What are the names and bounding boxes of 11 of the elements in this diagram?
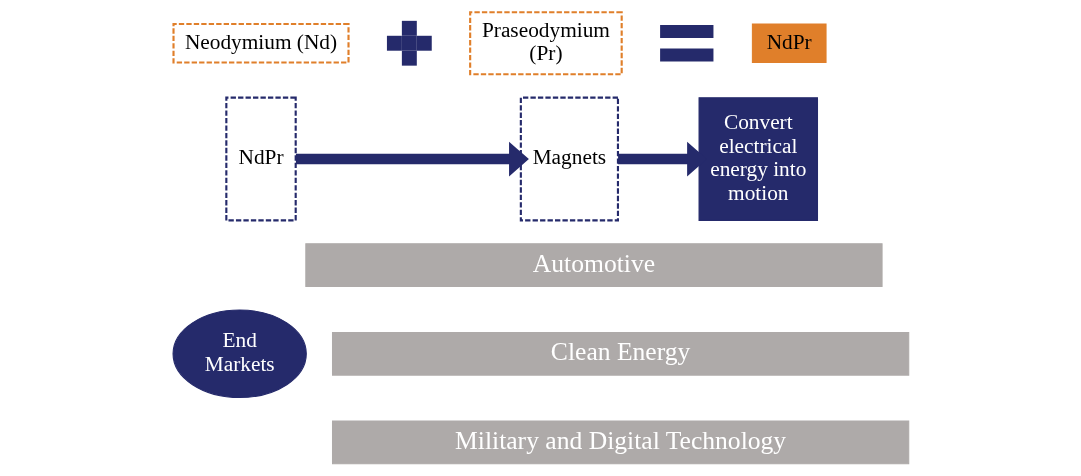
node-box: Neodymium (Nd)	[171, 22, 350, 64]
node-box: Praseodymium (Pr)	[468, 11, 623, 76]
node-box: Military and Digital Technology	[331, 420, 909, 465]
arrow	[295, 141, 529, 177]
node-box: Automotive	[304, 243, 883, 288]
node-box: Magnets	[519, 96, 619, 222]
node-ellipse: End Markets	[172, 309, 307, 399]
node-box: NdPr	[751, 23, 827, 63]
node-box: Clean Energy	[331, 331, 909, 376]
node-box: NdPr	[224, 96, 297, 222]
node-box: Convert electrical energy into motion	[698, 97, 818, 221]
